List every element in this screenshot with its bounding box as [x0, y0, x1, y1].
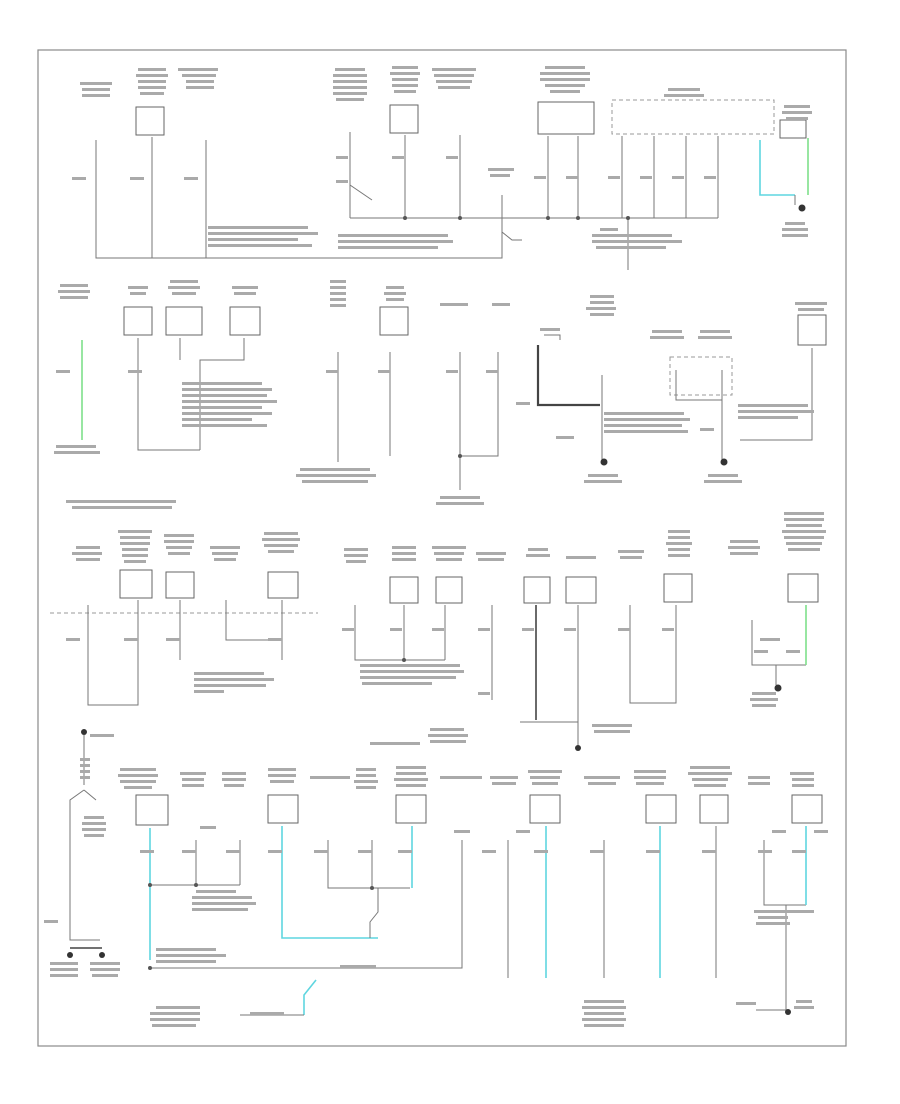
- module-outline: [611, 99, 775, 135]
- module-outline: [669, 356, 733, 396]
- section-3: [50, 500, 826, 751]
- component-connector: [699, 794, 729, 824]
- component-connector: [435, 576, 463, 604]
- component-connector: [165, 571, 195, 599]
- component-connector: [797, 314, 827, 346]
- diagram-frame: [37, 49, 847, 1047]
- component-connector: [529, 794, 561, 824]
- component-connector: [135, 106, 165, 136]
- component-connector: [389, 104, 419, 134]
- component-connector: [229, 306, 261, 336]
- component-connector: [645, 794, 677, 824]
- section-2: [54, 280, 827, 505]
- component-connector: [267, 794, 299, 824]
- section-bottom: [44, 728, 828, 1027]
- component-connector: [779, 119, 807, 139]
- component-connector: [663, 573, 693, 603]
- component-connector: [267, 571, 299, 599]
- component-connector: [791, 794, 823, 824]
- component-connector: [379, 306, 409, 336]
- component-connector: [389, 576, 419, 604]
- component-connector: [537, 101, 595, 135]
- component-connector: [787, 573, 819, 603]
- component-connector: [565, 576, 597, 604]
- component-connector: [395, 794, 427, 824]
- section-top: [72, 66, 812, 270]
- component-connector: [119, 569, 153, 599]
- component-connector: [165, 306, 203, 336]
- component-connector: [123, 306, 153, 336]
- component-connector: [523, 576, 551, 604]
- component-connector: [135, 794, 169, 826]
